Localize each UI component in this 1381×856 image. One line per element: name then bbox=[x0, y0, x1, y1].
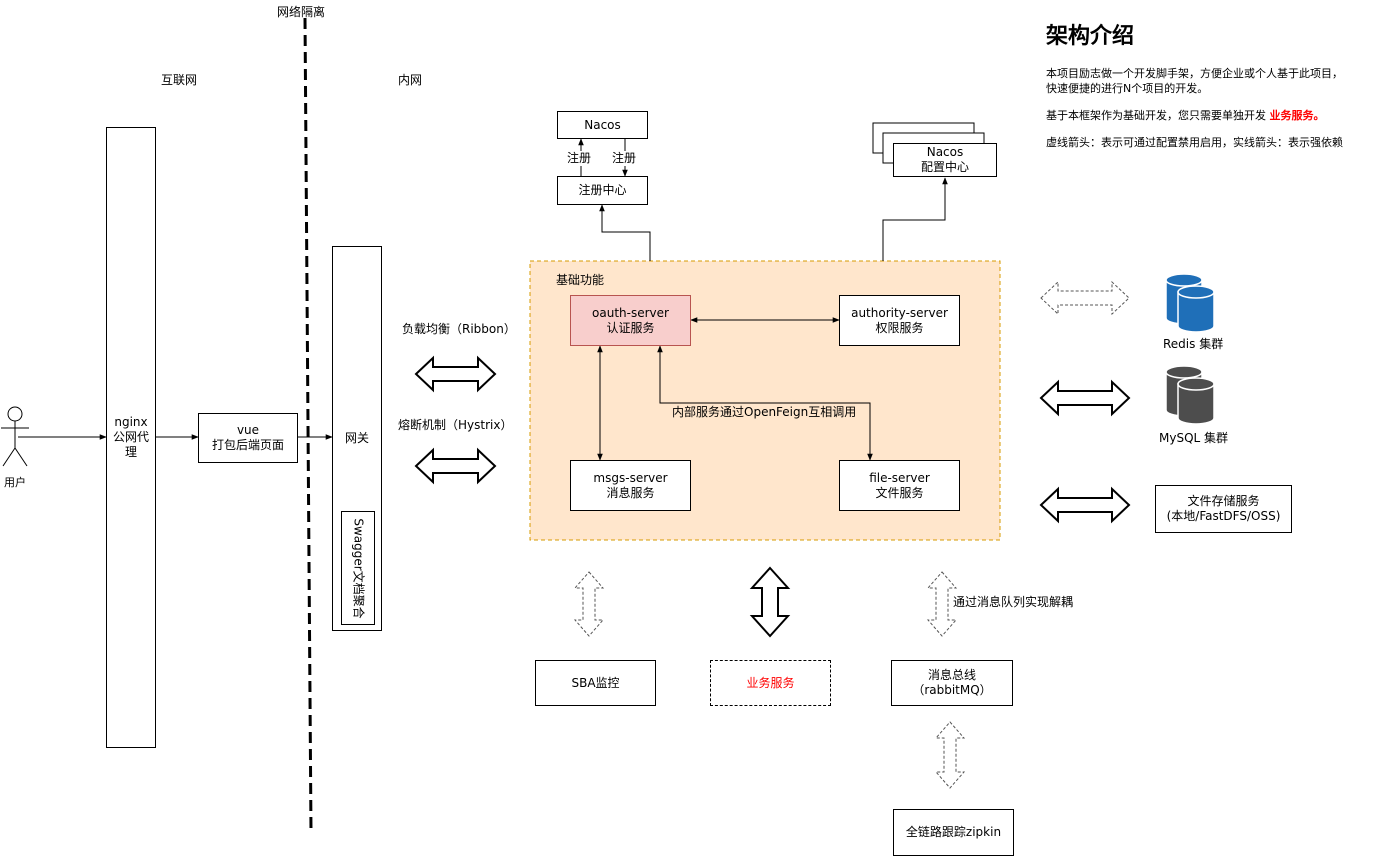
group-to-config-arrow bbox=[882, 177, 948, 261]
swagger-box[interactable]: Swagger文档聚合 bbox=[341, 511, 375, 625]
mysql-label: MySQL 集群 bbox=[1159, 431, 1229, 445]
sba-box[interactable]: SBA监控 bbox=[535, 660, 656, 706]
nginx-box[interactable]: nginx 公网代 理 bbox=[106, 127, 156, 748]
bus-double-arrow bbox=[926, 571, 958, 637]
intro-paragraph-1: 本项目励志做一个开发脚手架，方便企业或个人基于此项目， 快速便捷的进行N个项目的… bbox=[1046, 67, 1343, 95]
storage-double-arrow bbox=[1039, 486, 1131, 524]
vue-box[interactable]: vue 打包后端页面 bbox=[198, 413, 298, 463]
ribbon-double-arrow bbox=[414, 355, 497, 393]
group-title: 基础功能 bbox=[556, 273, 605, 287]
oauth-server-box[interactable]: oauth-server 认证服务 bbox=[570, 295, 691, 346]
isolation-line bbox=[303, 17, 313, 833]
hystrix-double-arrow bbox=[414, 447, 497, 485]
intro-title: 架构介绍 bbox=[1046, 24, 1135, 49]
intro-paragraph-3: 虚线箭头：表示可通过配置禁用启用，实线箭头：表示强依赖 bbox=[1046, 136, 1343, 149]
internet-label: 互联网 bbox=[161, 73, 198, 87]
mq-label: 通过消息队列实现解耦 bbox=[953, 595, 1074, 609]
registry-center-box[interactable]: 注册中心 bbox=[557, 176, 648, 205]
file-server-box[interactable]: file-server 文件服务 bbox=[839, 460, 960, 511]
message-bus-box[interactable]: 消息总线 （rabbitMQ） bbox=[891, 660, 1013, 706]
feign-label: 内部服务通过OpenFeign互相调用 bbox=[672, 405, 857, 420]
database-icon bbox=[1165, 273, 1215, 333]
isolation-label: 网络隔离 bbox=[277, 5, 326, 19]
biz-double-arrow bbox=[749, 566, 791, 638]
biz-service-box[interactable]: 业务服务 bbox=[710, 660, 831, 706]
user-label: 用户 bbox=[4, 476, 26, 489]
intro-paragraph-2: 基于本框架作为基础开发，您只需要单独开发 业务服务。 bbox=[1046, 108, 1376, 123]
zipkin-box[interactable]: 全链路跟踪zipkin bbox=[893, 809, 1014, 856]
zipkin-double-arrow bbox=[934, 721, 966, 789]
database-icon bbox=[1165, 365, 1215, 425]
intro-paragraph-2-text: 基于本框架作为基础开发，您只需要单独开发 bbox=[1046, 109, 1270, 122]
intro-highlight: 业务服务。 bbox=[1269, 109, 1325, 122]
ribbon-label: 负载均衡（Ribbon） bbox=[402, 322, 516, 336]
swagger-label: Swagger文档聚合 bbox=[351, 517, 366, 619]
intranet-label: 内网 bbox=[398, 73, 423, 87]
nacos-registry-box[interactable]: Nacos bbox=[557, 111, 648, 139]
register-down-label: 注册 bbox=[612, 151, 637, 166]
mysql-double-arrow bbox=[1039, 379, 1131, 417]
redis-label: Redis 集群 bbox=[1163, 337, 1224, 351]
oauth-file-arrow bbox=[657, 345, 873, 461]
person-icon bbox=[1, 406, 29, 467]
intro-panel: 架构介绍 本项目励志做一个开发脚手架，方便企业或个人基于此项目， 快速便捷的进行… bbox=[1046, 22, 1376, 150]
redis-double-arrow bbox=[1040, 280, 1130, 316]
hystrix-label: 熔断机制（Hystrix） bbox=[398, 418, 513, 432]
authority-server-box[interactable]: authority-server 权限服务 bbox=[839, 295, 960, 346]
sba-double-arrow bbox=[573, 571, 605, 637]
register-up-label: 注册 bbox=[567, 151, 592, 166]
group-to-registry-arrow bbox=[599, 204, 651, 261]
nacos-config-box[interactable]: Nacos 配置中心 bbox=[893, 143, 997, 177]
file-storage-box[interactable]: 文件存储服务 (本地/FastDFS/OSS) bbox=[1155, 485, 1292, 533]
msgs-server-box[interactable]: msgs-server 消息服务 bbox=[570, 460, 691, 511]
